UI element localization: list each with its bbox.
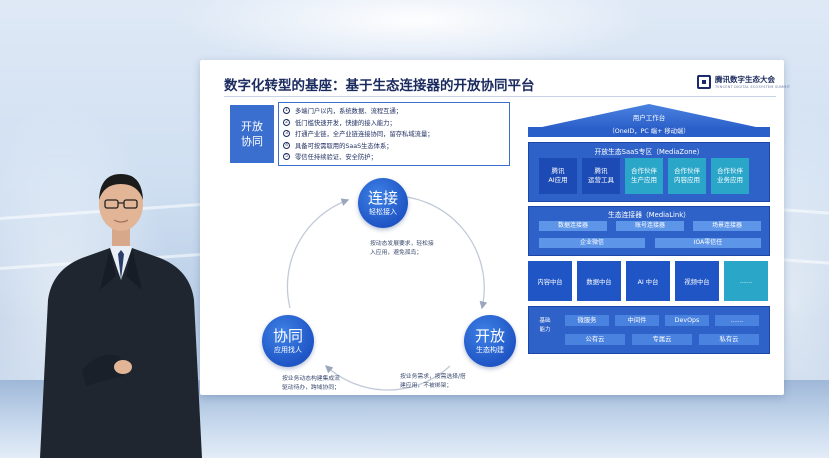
zone-tile: 腾讯 运营工具 bbox=[582, 158, 620, 194]
saas-zone: 开放生态SaaS专区（MediaZone） 腾讯 AI应用 腾讯 运营工具 合作… bbox=[528, 142, 770, 202]
circle-open-title: 开放 bbox=[474, 327, 505, 345]
slide-title: 数字化转型的基座：基于生态连接器的开放协同平台 bbox=[224, 78, 535, 94]
list-item: 5 零信任持续验证、安全防护； bbox=[283, 151, 505, 163]
circle-collab-title: 协同 bbox=[272, 327, 303, 345]
list-item: 4 具备可按需取用的SaaS生态体系； bbox=[283, 140, 505, 152]
chip-microservice: 微服务 bbox=[565, 315, 609, 326]
middle-platform-row: 内容中台 数据中台 AI 中台 视频中台 …… bbox=[528, 261, 770, 301]
bullet-number: 2 bbox=[283, 118, 290, 126]
bullet-number: 5 bbox=[283, 153, 290, 161]
arrow-open-to-collab bbox=[325, 365, 451, 391]
chip-scene-connector: 场景连接器 bbox=[693, 221, 761, 231]
circle-open-subtitle: 生态构建 bbox=[476, 346, 504, 354]
zone-tile: 合作伙伴 业务应用 bbox=[711, 158, 749, 194]
chip-middleware: 中间件 bbox=[615, 315, 659, 326]
cycle-arrows bbox=[286, 195, 488, 391]
presenter-figure bbox=[40, 174, 202, 458]
circle-open: 开放 生态构建 bbox=[464, 315, 516, 367]
saas-zone-title: 开放生态SaaS专区（MediaZone） bbox=[594, 148, 704, 156]
mid-tile-data: 数据中台 bbox=[577, 261, 621, 301]
bullet-number: 3 bbox=[283, 130, 290, 138]
circle-collab: 协同 应用找人 bbox=[262, 315, 314, 367]
circle-connect: 连接 轻松接入 bbox=[358, 178, 408, 228]
architecture-diagram: 用户工作台 （OneID，PC 端+ 移动端） 开放生态SaaS专区（Media… bbox=[528, 104, 770, 390]
ecosystem-connector: 生态连接器（MediaLink） 数据连接器 账号连接器 场景连接器 企业微信 … bbox=[528, 206, 770, 256]
open-box-line2: 协同 bbox=[241, 135, 263, 148]
circle-collab-subtitle: 应用找人 bbox=[274, 346, 302, 354]
circle-connect-title: 连接 bbox=[367, 189, 398, 207]
caption-connect: 按动态发展要求，轻松接 入应用，避免孤岛； bbox=[370, 241, 434, 256]
title-divider bbox=[224, 96, 776, 97]
bullet-text: 多端门户以内，系统数据、流程互通； bbox=[295, 108, 403, 116]
zone-tile: 合作伙伴 内容应用 bbox=[668, 158, 706, 194]
chip-public-cloud: 公有云 bbox=[565, 334, 625, 345]
presentation-slide: 数字化转型的基座：基于生态连接器的开放协同平台 腾讯数字生态大会 TENCENT… bbox=[200, 60, 790, 398]
mid-tile-content: 内容中台 bbox=[528, 261, 572, 301]
bullet-text: 打通产业链，全产业链连接协同，留存私域流量； bbox=[295, 131, 434, 139]
chip-more: …… bbox=[715, 315, 759, 326]
connector-title: 生态连接器（MediaLink） bbox=[608, 211, 690, 219]
chip-private-cloud: 私有云 bbox=[699, 334, 759, 345]
mid-tile-ai: AI 中台 bbox=[626, 261, 670, 301]
list-item: 3 打通产业链，全产业链连接协同，留存私域流量； bbox=[283, 128, 505, 140]
summit-logo: 腾讯数字生态大会 TENCENT DIGITAL ECOSYSTEM SUMMI… bbox=[697, 74, 790, 89]
logo-name: 腾讯数字生态大会 bbox=[715, 75, 775, 84]
mid-tile-more: …… bbox=[724, 261, 768, 301]
bullet-list: 1 多端门户以内，系统数据、流程互通； 2 低门槛快速开发，快捷的接入能力； 3… bbox=[278, 102, 510, 166]
base-label: 基础 能力 bbox=[539, 318, 551, 333]
open-collab-label: 开放 协同 bbox=[230, 105, 274, 163]
chip-account-connector: 账号连接器 bbox=[616, 221, 684, 231]
bullet-number: 4 bbox=[283, 141, 290, 149]
cycle-diagram: 连接 轻松接入 开放 生态构建 协同 应用找人 按动态发展要求，轻松接 入应用，… bbox=[250, 178, 520, 398]
chip-wecom: 企业微信 bbox=[539, 238, 645, 248]
caption-collab: 按业务动态构建集成流 驱动待办，跨域协同； bbox=[282, 376, 340, 391]
list-item: 2 低门槛快速开发，快捷的接入能力； bbox=[283, 117, 505, 129]
chip-data-connector: 数据连接器 bbox=[539, 221, 607, 231]
arrow-collab-to-connect bbox=[286, 198, 350, 309]
bullet-text: 具备可按需取用的SaaS生态体系； bbox=[295, 142, 393, 150]
logo-subtitle: TENCENT DIGITAL ECOSYSTEM SUMMIT bbox=[715, 85, 791, 89]
open-box-line1: 开放 bbox=[241, 120, 263, 133]
circle-connect-subtitle: 轻松接入 bbox=[369, 208, 397, 216]
user-workbench-title: 用户工作台 bbox=[632, 114, 666, 122]
user-workbench-band: （OneID，PC 端+ 移动端） bbox=[528, 127, 770, 137]
caption-open: 按业务需求，按需选择/搭 建应用，不被绑架； bbox=[400, 374, 466, 389]
base-capabilities: 基础 能力 微服务 中间件 DevOps …… 公有云 专属云 私有云 bbox=[528, 306, 770, 354]
list-item: 1 多端门户以内，系统数据、流程互通； bbox=[283, 105, 505, 117]
arrow-connect-to-open bbox=[387, 195, 488, 310]
bullet-text: 低门槛快速开发，快捷的接入能力； bbox=[295, 119, 396, 127]
chip-dedicated-cloud: 专属云 bbox=[632, 334, 692, 345]
mid-tile-video: 视频中台 bbox=[675, 261, 719, 301]
bullet-number: 1 bbox=[283, 107, 290, 115]
chip-devops: DevOps bbox=[665, 315, 709, 326]
logo-mark-icon bbox=[697, 74, 711, 89]
zone-tile: 腾讯 AI应用 bbox=[539, 158, 577, 194]
bullet-text: 零信任持续验证、安全防护； bbox=[295, 154, 377, 162]
zone-tile: 合作伙伴 生产应用 bbox=[625, 158, 663, 194]
chip-ioa: IOA零信任 bbox=[655, 238, 761, 248]
